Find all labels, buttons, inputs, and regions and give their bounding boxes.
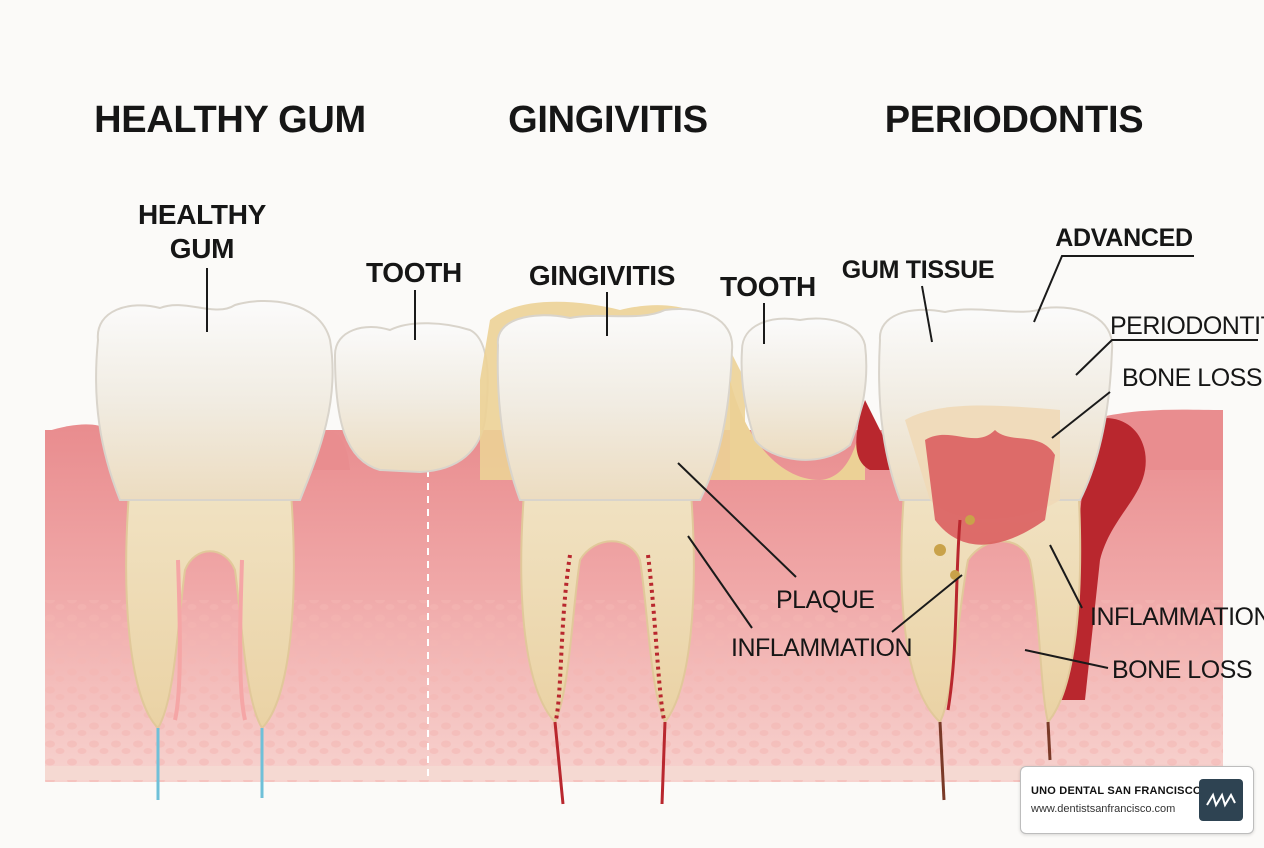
label-inflammation-mid: INFLAMMATION [731,634,912,662]
leader-inflammation-right [1049,544,1083,609]
label-gingivitis: GINGIVITIS [529,260,675,291]
label-plaque: PLAQUE [776,586,874,614]
leader-periodontitis [1075,339,1258,376]
leader-plaque [677,462,797,578]
plaque-tooth-small [730,317,868,480]
label-healthy-gum-line1: HEALTHY [138,199,267,230]
header-periodontis: PERIODONTIS [885,99,1144,141]
label-advanced: ADVANCED [1055,224,1192,252]
leader-bone-loss-top [1051,391,1111,439]
leader-inflammation-mid [687,535,753,629]
gingivitis-molar [480,301,745,805]
healthy-molar [95,300,334,800]
leader-bone-loss-bottom [1024,649,1109,669]
label-periodontitis: PERIODONTITIS [1110,312,1264,340]
label-gum-tissue: GUM TISSUE [842,256,995,284]
label-bone-loss-bottom: BONE LOSS [1112,656,1252,684]
brand-logo-icon [1199,779,1243,821]
brand-url[interactable]: www.dentistsanfrancisco.com [1031,803,1176,815]
brand-badge[interactable]: UNO DENTAL SAN FRANCISCO www.dentistsanf… [1020,766,1254,834]
healthy-tooth-small [333,322,489,474]
brand-name: UNO DENTAL SAN FRANCISCO [1031,785,1202,797]
header-gingivitis: GINGIVITIS [508,99,708,141]
header-healthy-gum: HEALTHY GUM [94,99,366,141]
periodontitis-molar [856,306,1146,801]
label-inflammation-right: INFLAMMATION [1090,603,1264,631]
leader-advanced [1033,255,1194,323]
leader-inflammation-mid-2 [891,574,963,633]
leader-gum-tissue [921,285,933,343]
label-bone-loss-top: BONE LOSS [1122,364,1262,392]
label-tooth-2: TOOTH [720,271,816,302]
label-healthy-gum-line2: GUM [170,233,234,264]
label-tooth-1: TOOTH [366,257,462,288]
